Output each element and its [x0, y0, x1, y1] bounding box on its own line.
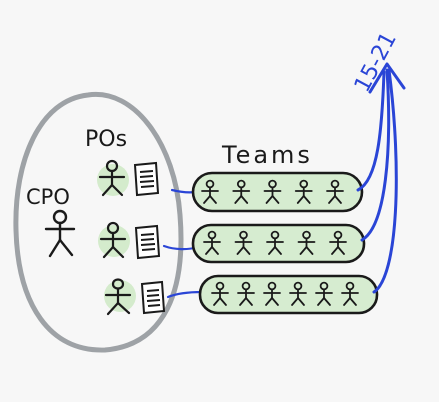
team-3-pill	[198, 274, 379, 315]
team-3	[198, 274, 379, 315]
team-member-icon	[315, 281, 333, 306]
team-member-icon	[211, 281, 229, 306]
teams-label: Teams	[221, 141, 313, 169]
arrow-head	[368, 62, 406, 94]
team-member-icon	[294, 179, 313, 204]
backlog-icon	[140, 280, 166, 315]
team-member-icon	[263, 281, 281, 306]
pos-label: POs	[85, 127, 127, 152]
team-member-icon	[237, 281, 255, 306]
arrow-from-team-2	[360, 68, 391, 242]
team-2	[191, 223, 366, 264]
team-member-icon	[266, 230, 284, 255]
team-member-icon	[201, 179, 219, 204]
team-1	[191, 171, 364, 213]
team-member-icon	[297, 230, 316, 255]
team-member-icon	[326, 179, 344, 204]
team-2-pill	[191, 223, 366, 264]
leadership-oval	[13, 91, 184, 353]
team-member-icon	[263, 179, 282, 204]
cpo-label: CPO	[26, 185, 70, 209]
growth-arrows	[356, 62, 406, 294]
backlog-icon	[133, 161, 160, 197]
backlog-icon	[134, 224, 161, 260]
team-member-icon	[289, 281, 307, 306]
arrow-from-team-3	[372, 68, 398, 294]
arrow-from-team-1	[356, 70, 386, 192]
cpo-person-icon	[44, 209, 76, 258]
person-icon	[104, 278, 132, 316]
team-1-pill	[191, 171, 364, 213]
po-2	[98, 221, 161, 260]
person-icon	[98, 159, 126, 197]
team-members	[201, 179, 359, 306]
team-member-icon	[329, 230, 347, 255]
po-3	[104, 278, 166, 316]
team-member-icon	[234, 230, 253, 255]
target-label: 15-21	[350, 28, 402, 96]
team-member-icon	[203, 230, 221, 255]
team-member-icon	[232, 179, 251, 204]
person-icon	[99, 221, 127, 259]
po-1	[97, 159, 160, 197]
team-member-icon	[341, 281, 359, 306]
